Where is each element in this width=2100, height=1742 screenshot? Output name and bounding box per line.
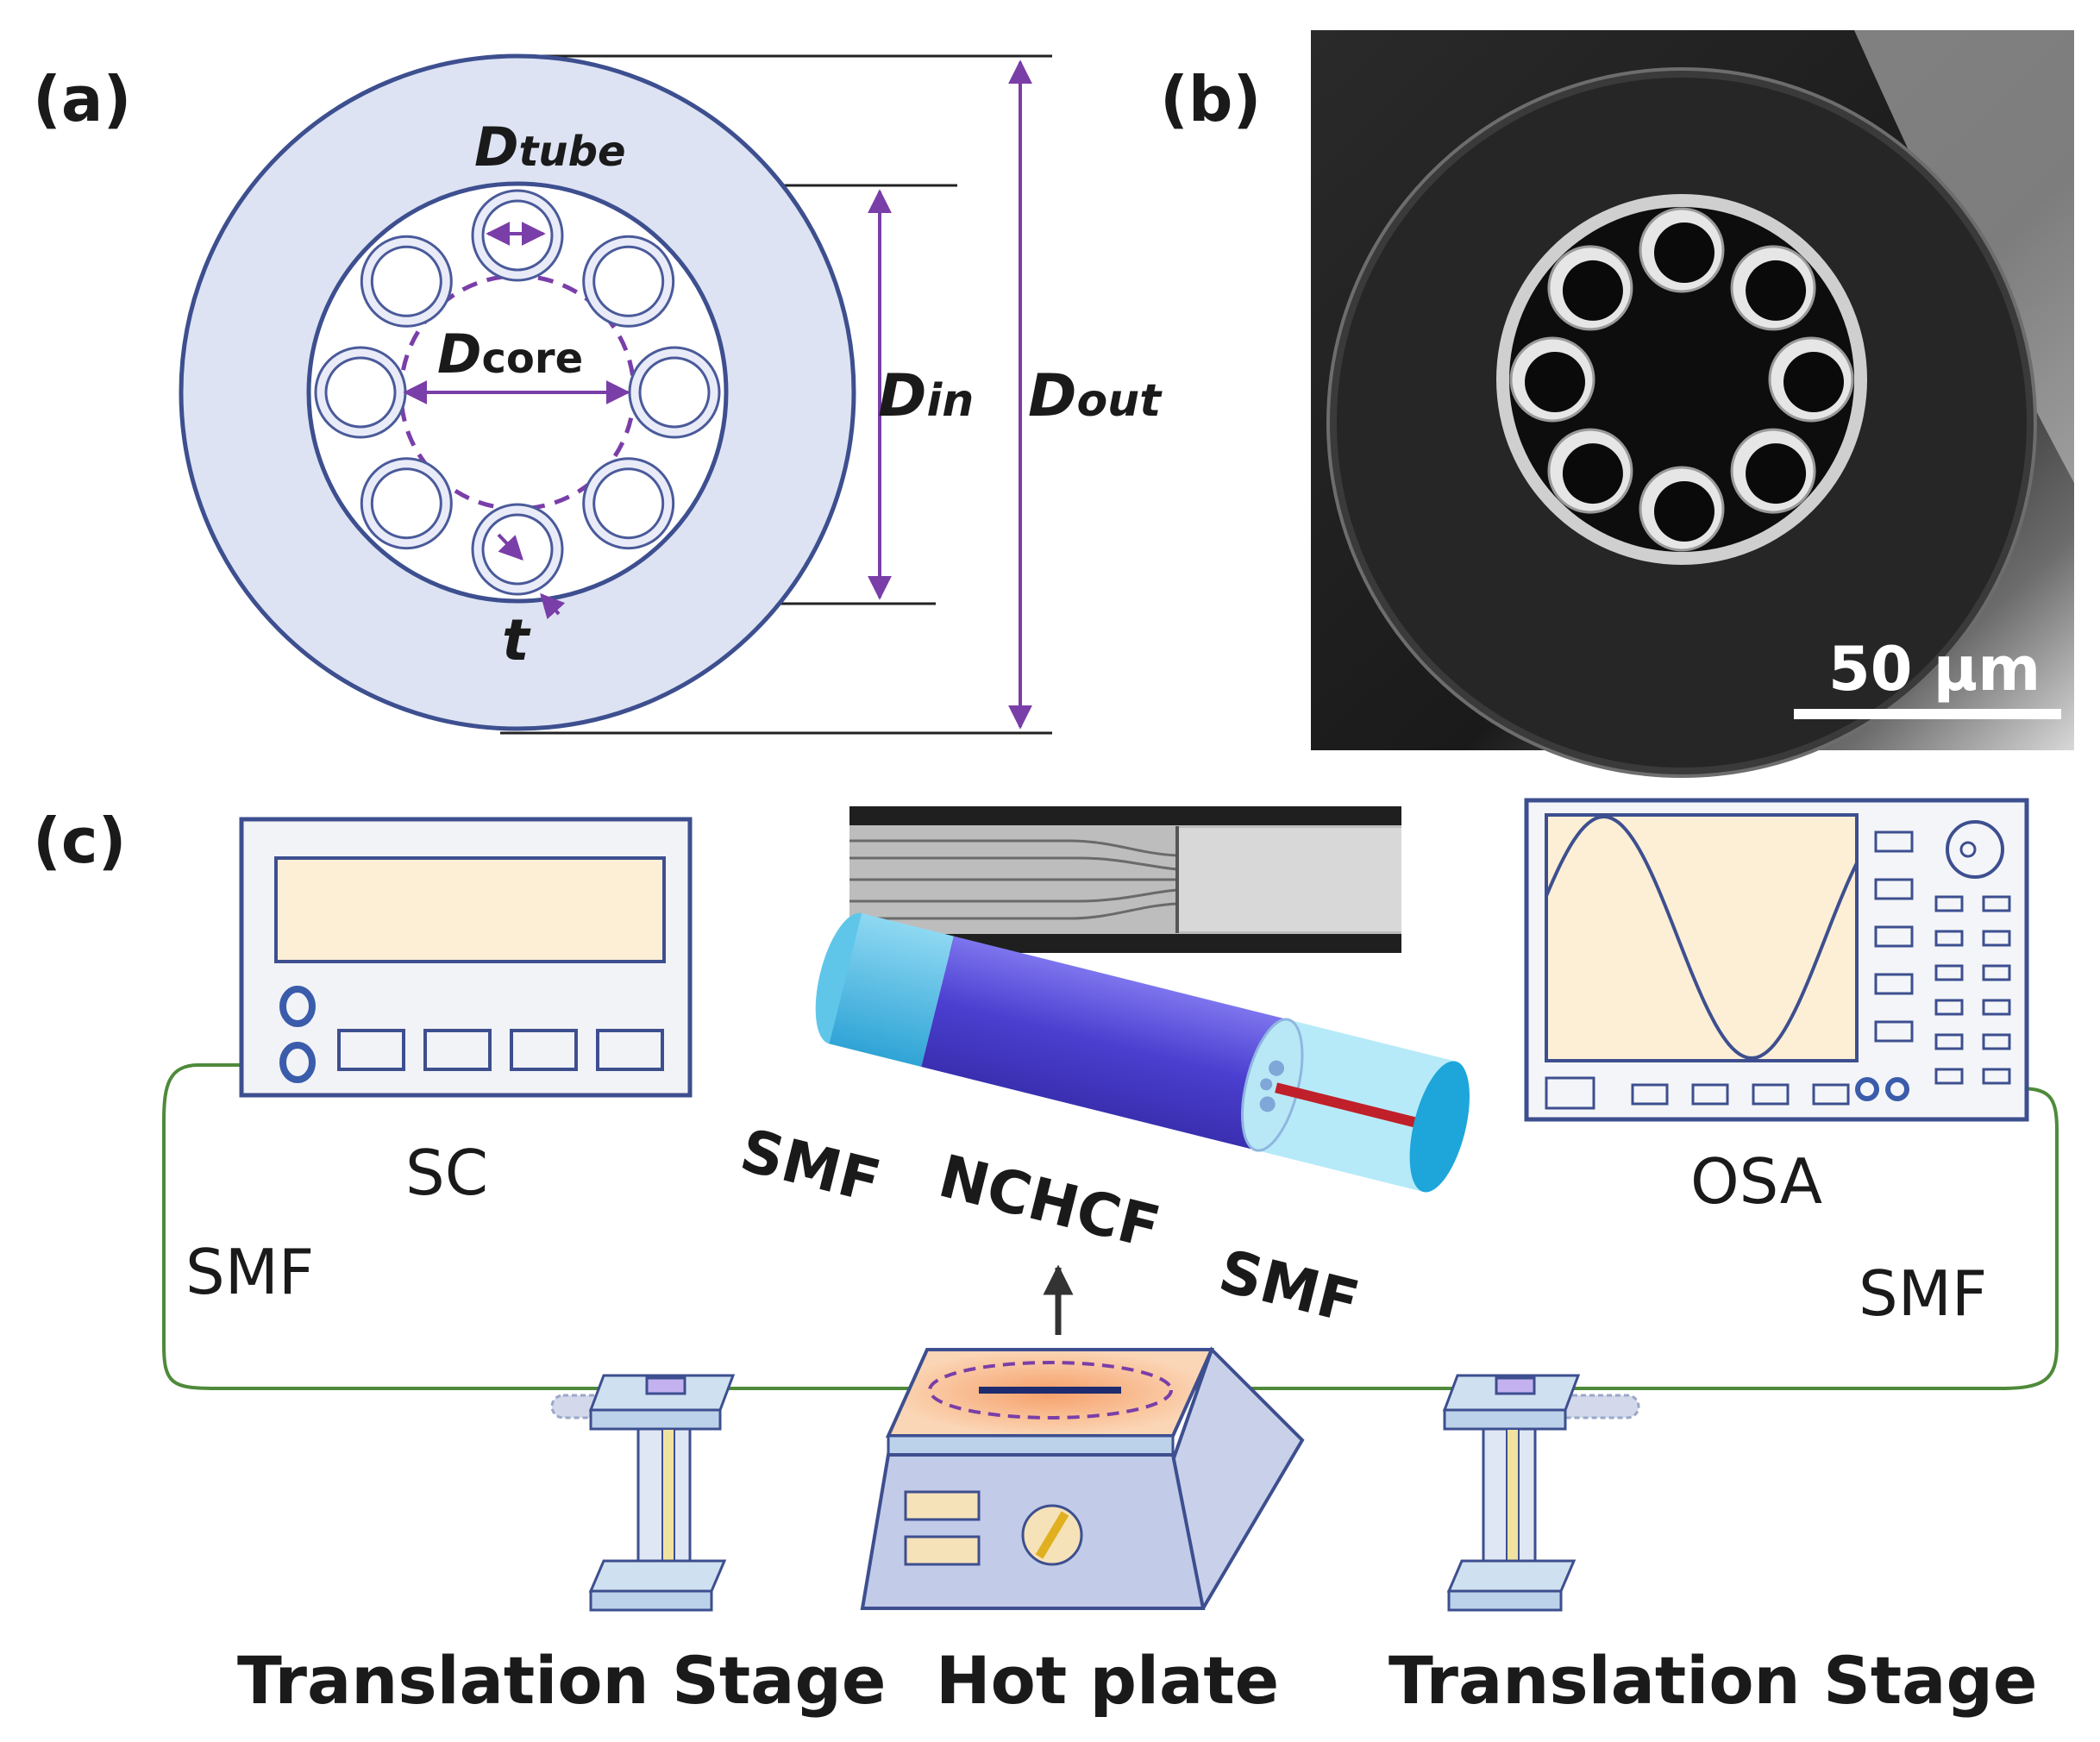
d-core-label: Dcore	[437, 323, 583, 385]
stage-left-label: Translation Stage	[237, 1642, 886, 1719]
osa-button	[1631, 1083, 1669, 1106]
smf-left-label: SMF	[185, 1236, 314, 1308]
osa-button	[1874, 1020, 1914, 1043]
osa-button	[1982, 999, 2011, 1016]
heating-zone	[928, 1361, 1173, 1419]
smf-end-face	[1409, 1061, 1470, 1193]
osa-port-2	[1885, 1077, 1909, 1101]
fiber-3d-model	[815, 912, 1470, 1193]
osa-button	[1982, 1033, 2011, 1050]
osa-button	[1691, 1083, 1729, 1106]
osa-dial	[1946, 820, 2004, 879]
panel-a: (a) Dcore Dtube t Din Dout	[33, 53, 1163, 735]
osa-buttons	[1631, 830, 2011, 1106]
nchcf-segment	[921, 936, 1289, 1150]
osa-button	[1982, 930, 2011, 947]
tube-inner	[370, 245, 442, 317]
tube-inner	[324, 356, 397, 429]
osa-button	[1934, 1033, 1964, 1050]
t-arrow	[497, 533, 523, 561]
splice-micrograph	[849, 806, 1401, 953]
translation-stage-left	[550, 1374, 736, 1612]
osa-button	[1934, 895, 1964, 912]
osa-button	[1934, 964, 1964, 981]
fiber-loop	[162, 1063, 2059, 1390]
sc-output-port	[279, 1042, 316, 1083]
sem-capillary-tubes	[1509, 207, 1854, 552]
osa-button	[1982, 964, 2011, 981]
osa-button	[1874, 973, 1914, 995]
osa-button	[1812, 1083, 1850, 1106]
tube-inner	[592, 245, 665, 317]
osa-button	[1982, 895, 2011, 912]
tube-inner	[481, 513, 554, 586]
fiber-smf1-label: SMF	[734, 1117, 887, 1217]
fiber-smf2-label: SMF	[1213, 1238, 1365, 1338]
osa-spectrum-trace	[1545, 814, 1859, 1060]
capillary-tubes	[314, 189, 721, 596]
sc-source	[239, 817, 693, 1098]
osa-button	[1982, 1068, 2011, 1085]
sem-tube-hole	[1746, 443, 1807, 504]
osa-label: OSA	[1690, 1145, 1822, 1218]
osa-port-1	[1855, 1077, 1879, 1101]
sc-label: SC	[405, 1137, 488, 1209]
osa-button	[1934, 930, 1964, 947]
fiber-nchcf-label: NCHCF	[932, 1143, 1166, 1263]
hot-plate	[860, 1346, 1305, 1610]
d-out-label: Dout	[1028, 362, 1163, 430]
d-tube-label: Dtube	[474, 116, 626, 179]
sc-display	[274, 856, 666, 963]
sc-button-4	[596, 1029, 664, 1071]
osa-screen	[1545, 813, 1859, 1062]
sem-tube-hole	[1654, 481, 1714, 542]
smf-segment-1	[829, 913, 954, 1068]
t-arrow-outer	[540, 592, 566, 620]
tube-inner	[370, 467, 442, 540]
sem-tube-hole	[1562, 260, 1623, 321]
panel-b-label: (b)	[1160, 63, 1261, 135]
sem-tube-hole	[1654, 222, 1714, 283]
osa-button	[1874, 925, 1914, 948]
t-label: t	[502, 607, 531, 674]
osa	[1524, 798, 2029, 1122]
sc-button-1	[337, 1029, 405, 1071]
sem-tube-hole	[1525, 352, 1585, 412]
hot-plate-label: Hot plate	[936, 1642, 1279, 1719]
osa-button	[1874, 878, 1914, 900]
tube-inner	[592, 467, 665, 540]
smf-right-label: SMF	[1859, 1257, 1987, 1330]
panel-c-label: (c)	[33, 805, 127, 877]
osa-button	[1934, 999, 1964, 1016]
osa-button	[1752, 1083, 1790, 1106]
sc-button-2	[423, 1029, 492, 1071]
sc-button-3	[510, 1029, 578, 1071]
panel-b: (b) 50 μm	[1160, 30, 2074, 778]
tube-inner	[638, 356, 711, 429]
sem-tube-hole	[1562, 443, 1623, 504]
scale-bar-label: 50 μm	[1828, 634, 2040, 705]
sem-tube-hole	[1746, 260, 1807, 321]
sem-tube-hole	[1783, 352, 1844, 412]
scale-bar	[1794, 709, 2061, 719]
panel-c: (c) SC SMF OSA SMF	[33, 798, 2059, 1719]
light-beam	[1275, 1082, 1420, 1129]
translation-stage-right	[1442, 1374, 1640, 1612]
osa-button	[1874, 830, 1914, 853]
d-in-label: Din	[878, 362, 974, 430]
osa-button	[1934, 1068, 1964, 1085]
panel-a-label: (a)	[33, 63, 131, 135]
sc-knob-top	[279, 986, 316, 1027]
stage-right-label: Translation Stage	[1389, 1642, 2037, 1719]
